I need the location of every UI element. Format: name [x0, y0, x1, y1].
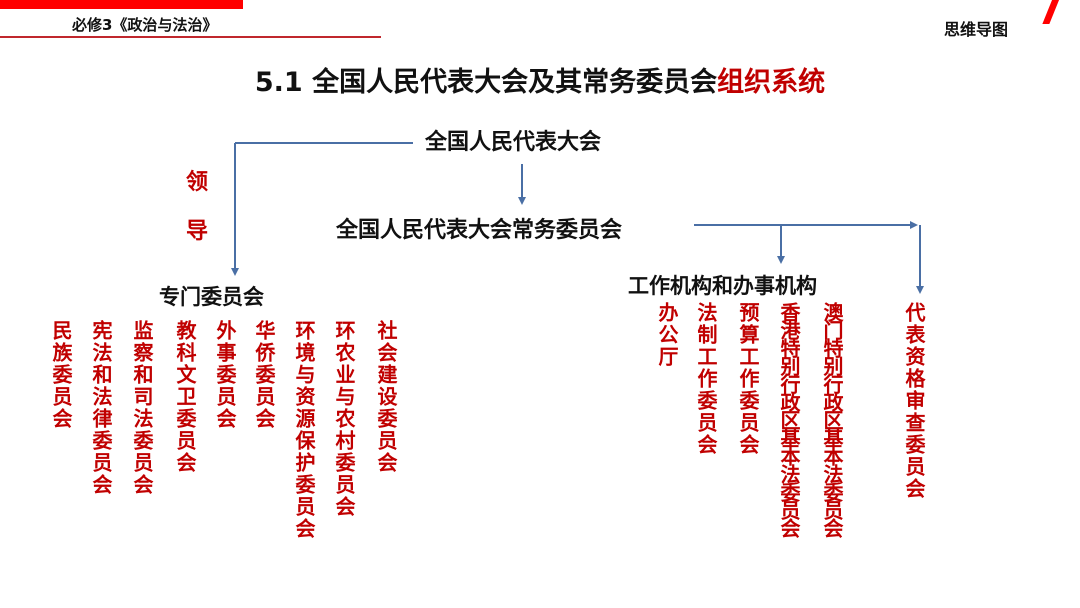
working-body-item: 澳门特别行政区基本法委员会 [820, 302, 844, 536]
title-highlight: 组织系统 [717, 67, 826, 98]
special-committee-item: 外事委员会 [213, 320, 237, 430]
special-committee-item: 民族委员会 [49, 320, 73, 430]
special-committee-item: 华侨委员会 [252, 320, 276, 430]
course-title: 必修3《政治与法治》 [72, 16, 218, 34]
special-committee-item: 社会建设委员会 [374, 320, 398, 474]
node-npc: 全国人民代表大会 [425, 130, 602, 155]
section-type-label: 思维导图 [944, 20, 1009, 39]
header-accent-bar [0, 0, 243, 9]
header-underline [0, 36, 381, 38]
special-committee-item: 监察和司法委员会 [130, 320, 154, 496]
working-body-item: 办公厅 [655, 302, 679, 368]
working-body-item: 法制工作委员会 [694, 302, 718, 456]
credentials-committee: 代表资格审查委员会 [902, 302, 926, 500]
special-committee-item: 环农业与农村委员会 [332, 320, 356, 518]
page-title: 5.1 全国人民代表大会及其常务委员会组织系统 [0, 60, 1080, 99]
working-body-item: 香港特别行政区基本法委员会 [777, 302, 801, 536]
special-committee-item: 宪法和法律委员会 [89, 320, 113, 496]
node-working-bodies: 工作机构和办事机构 [628, 274, 817, 298]
relation-label-1: 领 [186, 170, 209, 195]
node-special-committees: 专门委员会 [159, 285, 264, 309]
special-committee-item: 教科文卫委员会 [173, 320, 197, 474]
relation-label-2: 导 [186, 219, 209, 244]
node-standing-committee: 全国人民代表大会常务委员会 [336, 218, 623, 243]
title-prefix: 5.1 全国人民代表大会及其常务委员会 [254, 67, 718, 98]
working-body-item: 预算工作委员会 [736, 302, 760, 456]
special-committee-item: 环境与资源保护委员会 [292, 320, 316, 540]
